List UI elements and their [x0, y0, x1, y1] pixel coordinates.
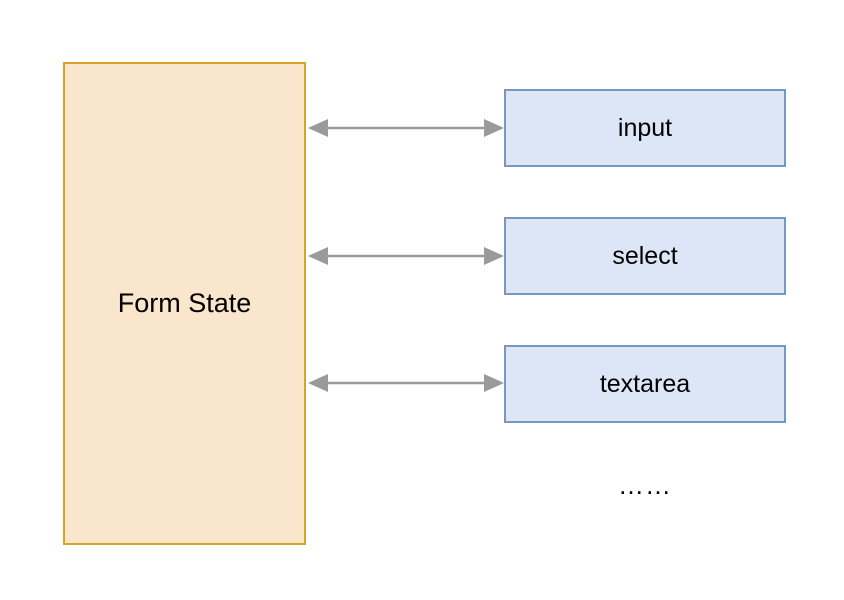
node-select[interactable]: select [504, 217, 786, 295]
double-arrow-icon [308, 374, 504, 392]
node-form-state[interactable]: Form State [63, 62, 306, 545]
double-arrow-icon [308, 119, 504, 137]
node-textarea[interactable]: textarea [504, 345, 786, 423]
node-select-label: select [612, 241, 678, 270]
more-nodes-ellipsis: …… [618, 470, 672, 500]
connector-form-state-textarea [306, 370, 506, 396]
connector-form-state-select [306, 243, 506, 269]
connector-form-state-input [306, 115, 506, 141]
double-arrow-icon [308, 247, 504, 265]
node-form-state-label: Form State [117, 288, 252, 318]
node-textarea-label: textarea [599, 369, 691, 398]
node-input[interactable]: input [504, 89, 786, 167]
node-input-label: input [617, 113, 673, 142]
